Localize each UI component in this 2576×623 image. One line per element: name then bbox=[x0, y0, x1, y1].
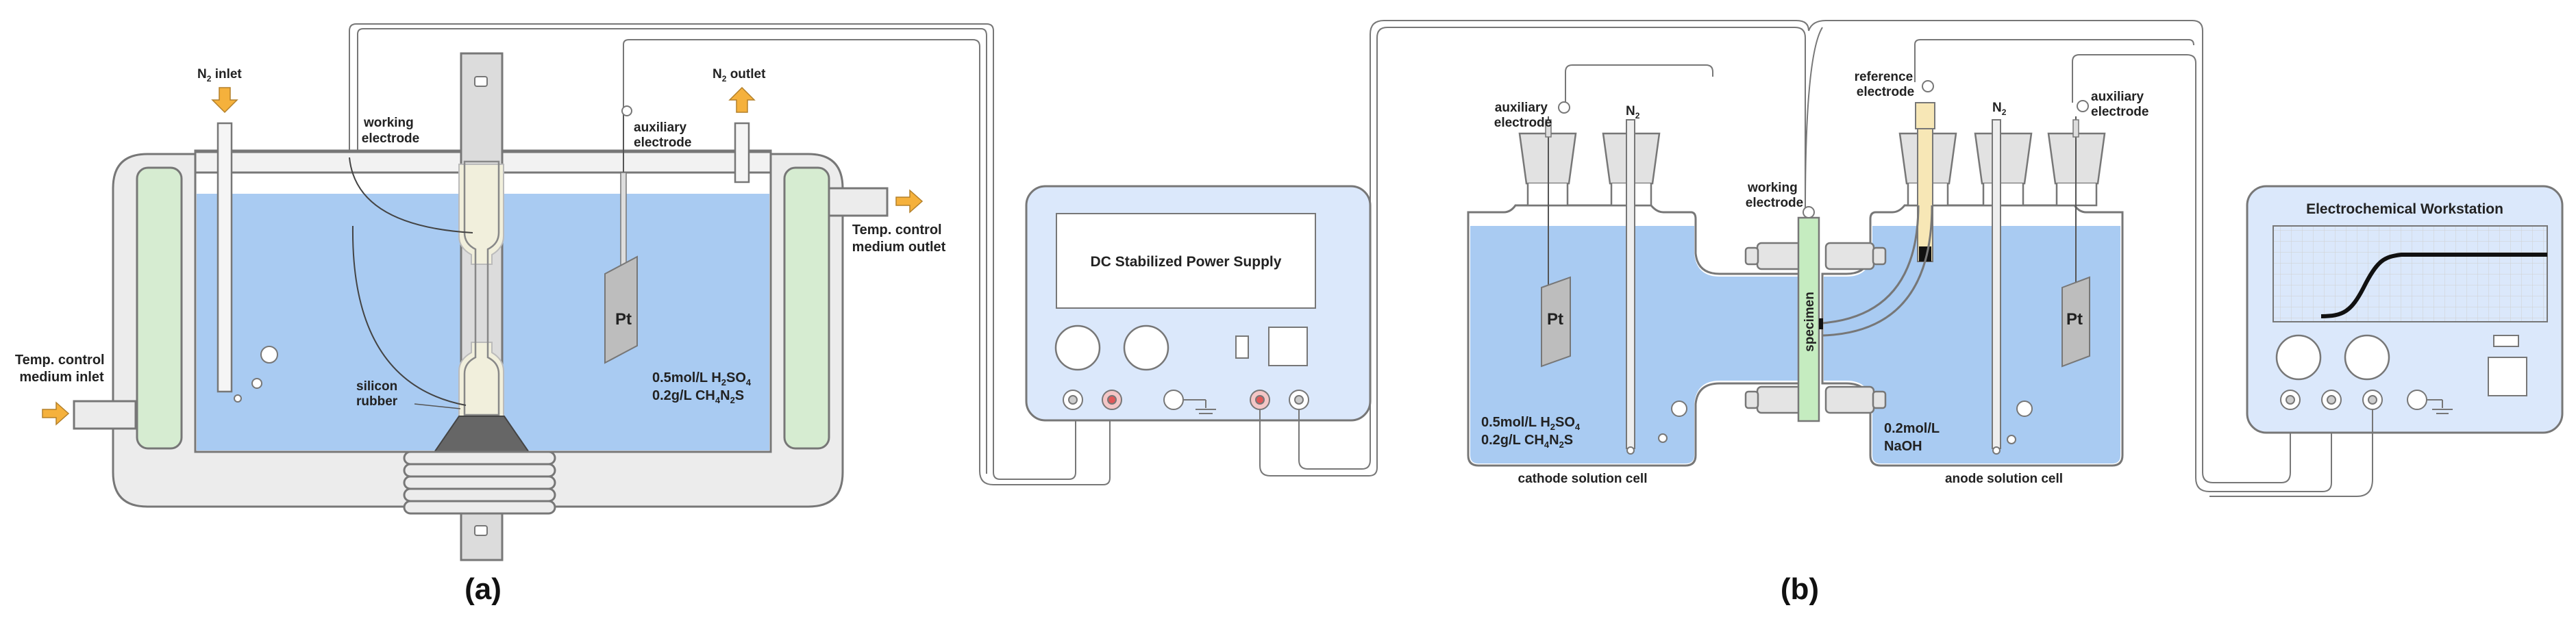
n2-outlet-arrow bbox=[728, 86, 756, 113]
power-switch bbox=[1235, 335, 1249, 359]
polarization-curve bbox=[2320, 253, 2547, 318]
panel-a: N2 inlet N2 outlet working electrode aux… bbox=[15, 23, 1111, 606]
anode-solution-label: 0.2mol/L NaOH bbox=[1884, 421, 1943, 454]
specimen-label: specimen bbox=[1803, 292, 1817, 352]
workstation-title: Electrochemical Workstation bbox=[2306, 201, 2503, 217]
pt-electrode-left bbox=[1541, 276, 1571, 368]
ws-knob-1 bbox=[2275, 334, 2322, 381]
wires-a bbox=[349, 23, 1111, 485]
aux-electrode-label-left: auxiliary electrode bbox=[1494, 101, 1552, 130]
specimen-a bbox=[463, 160, 500, 416]
anode-cell-label: anode solution cell bbox=[1945, 472, 2063, 486]
power-supply-title: DC Stabilized Power Supply bbox=[1091, 254, 1282, 270]
cathode-solution-line1: 0.5mol/L H2SO4 bbox=[1481, 415, 1581, 432]
n2-outlet-label: N2 outlet bbox=[713, 67, 766, 84]
ws-knob-2 bbox=[2344, 334, 2390, 381]
stoppers bbox=[1518, 132, 2106, 185]
caption-b: (b) bbox=[1781, 572, 1819, 606]
temp-outlet-label: Temp. control medium outlet bbox=[852, 222, 946, 255]
electrochemical-workstation: Electrochemical Workstation bbox=[2209, 185, 2564, 497]
temp-inlet-label: Temp. control medium inlet bbox=[15, 353, 108, 385]
temp-inlet-arrow bbox=[42, 401, 70, 426]
power-terminals bbox=[1063, 390, 1309, 410]
solution-label-a-line2: 0.2g/L CH4N2S bbox=[652, 388, 744, 405]
wires-power-to-b bbox=[1259, 20, 1809, 476]
jacket-right bbox=[783, 166, 830, 450]
caption-a: (a) bbox=[465, 572, 501, 606]
pt-label-a: Pt bbox=[615, 310, 632, 329]
inlet-tube bbox=[73, 400, 137, 430]
pt-electrode-a bbox=[604, 255, 638, 364]
working-electrode-label-b: working electrode bbox=[1746, 181, 1803, 210]
clamps bbox=[1744, 242, 1887, 414]
n2-label-right: N2 bbox=[1992, 101, 2007, 117]
auxiliary-electrode-label-a: auxiliary electrode bbox=[634, 120, 691, 150]
solution-label-a-line1: 0.5mol/L H2SO4 bbox=[652, 370, 752, 387]
silicon-rubber-label: silicon rubber bbox=[356, 379, 401, 409]
power-knob-1 bbox=[1054, 325, 1101, 371]
bellows bbox=[403, 450, 556, 515]
n2-inlet-tube bbox=[216, 122, 233, 393]
pt-label-left: Pt bbox=[1547, 310, 1563, 329]
power-display-small bbox=[1268, 327, 1308, 366]
panel-b: specimen bbox=[1467, 20, 2332, 606]
aux-electrode-label-right: auxiliary electrode bbox=[2091, 90, 2148, 119]
workstation-screen bbox=[2272, 225, 2548, 322]
power-supply: DC Stabilized Power Supply bbox=[1025, 185, 1372, 422]
n2-label-left: N2 bbox=[1626, 104, 1640, 120]
power-knob-2 bbox=[1123, 325, 1169, 371]
pt-electrode-right bbox=[2061, 276, 2090, 368]
cathode-solution-line2: 0.2g/L CH4N2S bbox=[1481, 433, 1573, 450]
working-electrode-label-a: working electrode bbox=[362, 116, 419, 146]
pt-label-right: Pt bbox=[2066, 310, 2083, 329]
cathode-cell-label: cathode solution cell bbox=[1518, 472, 1648, 486]
power-supply-display bbox=[1056, 213, 1316, 309]
silicon-rubber-top bbox=[458, 164, 504, 265]
reference-electrode-label: reference electrode bbox=[1855, 70, 1917, 99]
jacket-left bbox=[136, 166, 183, 450]
n2-inlet-label: N2 inlet bbox=[197, 67, 242, 84]
temp-outlet-arrow bbox=[895, 189, 924, 214]
n2-outlet-tube bbox=[734, 122, 750, 183]
outlet-tube bbox=[821, 187, 889, 217]
n2-inlet-arrow bbox=[211, 87, 238, 114]
